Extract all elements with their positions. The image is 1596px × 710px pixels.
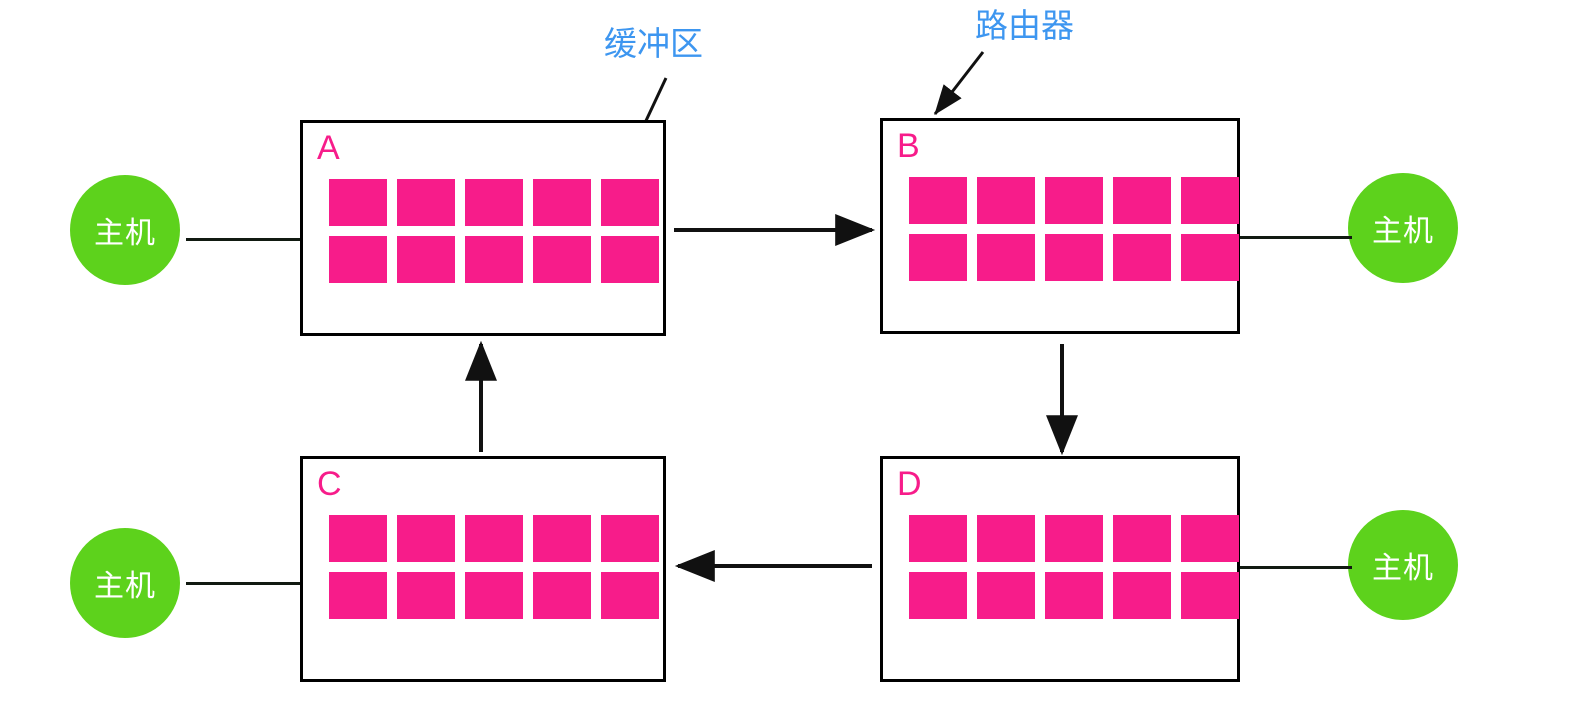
annotation-leader-router (933, 51, 985, 115)
buffer-cell (601, 572, 659, 619)
buffer-cell (977, 572, 1035, 619)
buffer-cell (601, 515, 659, 562)
buffer-cell (533, 572, 591, 619)
router-c-buffer-grid (329, 515, 659, 619)
buffer-cell (1181, 515, 1239, 562)
buffer-cell (533, 179, 591, 226)
buffer-cell (1113, 177, 1171, 224)
router-a-buffer-cell-top-right (601, 179, 659, 226)
buffer-cell (1045, 177, 1103, 224)
link-router-d-to-host-bottom-right (1240, 566, 1352, 569)
router-c-label: C (317, 465, 342, 503)
host-label: 主机 (1372, 215, 1434, 248)
annotation-label-buffer: 缓冲区 (604, 25, 703, 62)
buffer-cell (977, 234, 1035, 281)
buffer-cell (533, 236, 591, 283)
host-label: 主机 (94, 217, 156, 250)
buffer-cell (1181, 572, 1239, 619)
buffer-cell (329, 572, 387, 619)
buffer-cell (397, 572, 455, 619)
router-b-buffer-grid (909, 177, 1239, 281)
buffer-cell (397, 515, 455, 562)
buffer-cell (977, 177, 1035, 224)
buffer-cell (909, 177, 967, 224)
host-top-right[interactable]: 主机 (1348, 173, 1458, 283)
buffer-cell (397, 179, 455, 226)
buffer-cell (601, 236, 659, 283)
buffer-cell (1181, 177, 1239, 224)
buffer-cell (1045, 234, 1103, 281)
buffer-cell (1045, 572, 1103, 619)
link-router-b-to-host-top-right (1240, 236, 1352, 239)
buffer-cell (329, 236, 387, 283)
link-host-bottom-left-to-router-c (186, 582, 304, 585)
buffer-cell (909, 572, 967, 619)
buffer-cell (397, 236, 455, 283)
buffer-cell (465, 179, 523, 226)
buffer-cell (465, 572, 523, 619)
buffer-cell (533, 515, 591, 562)
host-top-left[interactable]: 主机 (70, 175, 180, 285)
host-bottom-left[interactable]: 主机 (70, 528, 180, 638)
buffer-cell (1113, 515, 1171, 562)
host-bottom-right[interactable]: 主机 (1348, 510, 1458, 620)
buffer-cell (909, 234, 967, 281)
router-a-box[interactable]: A (300, 120, 666, 336)
buffer-cell (465, 236, 523, 283)
router-a-buffer-grid (329, 179, 659, 283)
buffer-cell (329, 179, 387, 226)
buffer-cell (1045, 515, 1103, 562)
buffer-cell (1113, 234, 1171, 281)
router-c-box[interactable]: C (300, 456, 666, 682)
router-b-box[interactable]: B (880, 118, 1240, 334)
buffer-cell (1113, 572, 1171, 619)
link-host-top-left-to-router-a (186, 238, 304, 241)
annotation-label-router: 路由器 (975, 7, 1074, 44)
host-label: 主机 (1372, 552, 1434, 585)
router-b-label: B (897, 127, 920, 165)
router-d-label: D (897, 465, 922, 503)
router-d-buffer-grid (909, 515, 1239, 619)
buffer-cell (465, 515, 523, 562)
buffer-cell (909, 515, 967, 562)
buffer-cell (1181, 234, 1239, 281)
buffer-cell (977, 515, 1035, 562)
router-a-label: A (317, 129, 340, 167)
buffer-cell (329, 515, 387, 562)
router-d-box[interactable]: D (880, 456, 1240, 682)
host-label: 主机 (94, 570, 156, 603)
